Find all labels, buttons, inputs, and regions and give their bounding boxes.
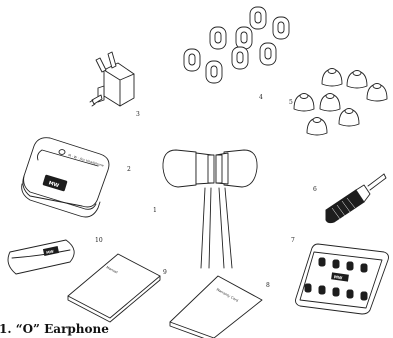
cleaning-cloth: MW bbox=[8, 240, 74, 274]
part-number-8: 8 bbox=[266, 282, 270, 289]
part-number-4: 4 bbox=[259, 94, 263, 101]
user-manual: Manual bbox=[68, 254, 160, 322]
part-number-1: 1 bbox=[153, 207, 157, 214]
earphones bbox=[163, 150, 257, 268]
part-number-10: 10 bbox=[95, 237, 103, 244]
part-number-5: 5 bbox=[289, 99, 293, 106]
carrying-case: M · W · Acc Headphone MW bbox=[22, 138, 109, 217]
part-number-2: 2 bbox=[127, 166, 131, 173]
audio-adapter bbox=[326, 174, 386, 223]
figure-caption: 1. “O” Earphone bbox=[0, 322, 109, 336]
silicone-tips bbox=[294, 69, 387, 136]
part-number-7: 7 bbox=[291, 237, 295, 244]
ear-tip-tray: MW bbox=[296, 244, 389, 314]
foam-tips bbox=[184, 7, 289, 83]
plug-adapter bbox=[90, 52, 134, 106]
part-number-6: 6 bbox=[313, 186, 317, 193]
warranty-card: Warranty Card bbox=[170, 276, 262, 338]
part-number-3: 3 bbox=[136, 111, 140, 118]
part-number-9: 9 bbox=[163, 269, 167, 276]
